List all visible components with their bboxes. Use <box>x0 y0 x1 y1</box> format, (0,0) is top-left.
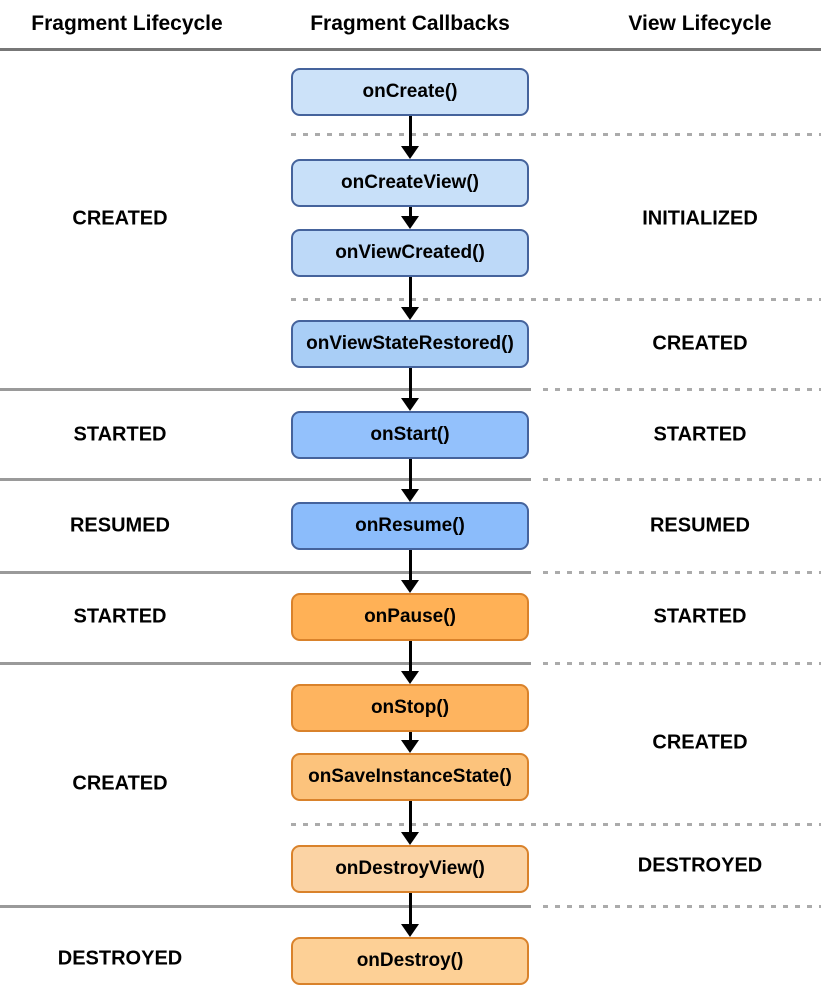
arrow-head-4 <box>401 489 419 502</box>
callback-box-onviewcreated: onViewCreated() <box>291 229 529 277</box>
callback-label-onstart: onStart() <box>370 424 450 445</box>
callback-label-onsaveinstancestate: onSaveInstanceState() <box>308 766 512 787</box>
callback-box-onstart: onStart() <box>291 411 529 459</box>
view-state-initialized-0: INITIALIZED <box>642 207 758 230</box>
view-state-created-5: CREATED <box>652 731 748 754</box>
callback-label-onstop: onStop() <box>370 697 450 718</box>
arrow-line-5 <box>409 550 412 582</box>
arrow-head-5 <box>401 580 419 593</box>
view-section-dashed-line-2 <box>543 571 821 574</box>
callback-label-onviewcreated: onViewCreated() <box>335 242 485 263</box>
view-state-started-4: STARTED <box>653 605 747 628</box>
view-state-destroyed-6: DESTROYED <box>637 854 763 877</box>
arrow-line-3 <box>409 368 412 400</box>
arrow-head-3 <box>401 398 419 411</box>
view-section-dashed-line-full-0 <box>291 133 821 136</box>
callback-label-ondestroy: onDestroy() <box>356 950 464 971</box>
fragment-section-line-2 <box>0 571 531 574</box>
fragment-state-resumed-2: RESUMED <box>69 514 171 537</box>
fragment-section-line-0 <box>0 388 531 391</box>
view-state-resumed-3: RESUMED <box>649 514 751 537</box>
arrow-line-0 <box>409 116 412 148</box>
arrow-head-9 <box>401 924 419 937</box>
fragment-state-started-1: STARTED <box>73 423 167 446</box>
callback-box-oncreateview: onCreateView() <box>291 159 529 207</box>
view-section-dashed-line-4 <box>543 905 821 908</box>
arrow-line-2 <box>409 277 412 309</box>
callback-box-onresume: onResume() <box>291 502 529 550</box>
callback-box-oncreate: onCreate() <box>291 68 529 116</box>
arrow-head-1 <box>401 216 419 229</box>
arrow-line-6 <box>409 641 412 673</box>
arrow-line-9 <box>409 893 412 926</box>
callback-label-onviewstaterestored: onViewStateRestored() <box>306 333 514 354</box>
column-title-fragment-lifecycle: Fragment Lifecycle <box>31 12 223 35</box>
arrow-line-8 <box>409 801 412 834</box>
arrow-head-7 <box>401 740 419 753</box>
arrow-line-4 <box>409 459 412 491</box>
arrow-line-1 <box>409 207 412 218</box>
callback-label-onresume: onResume() <box>355 515 465 536</box>
callback-box-ondestroy: onDestroy() <box>291 937 529 985</box>
fragment-section-line-4 <box>0 905 531 908</box>
fragment-state-created-4: CREATED <box>72 772 168 795</box>
column-title-fragment-callbacks: Fragment Callbacks <box>310 12 510 35</box>
view-section-dashed-line-full-2 <box>291 823 821 826</box>
view-section-dashed-line-3 <box>543 662 821 665</box>
fragment-state-destroyed-5: DESTROYED <box>57 947 183 970</box>
arrow-head-0 <box>401 146 419 159</box>
view-state-started-2: STARTED <box>653 423 747 446</box>
view-section-dashed-line-1 <box>543 478 821 481</box>
callback-box-onsaveinstancestate: onSaveInstanceState() <box>291 753 529 801</box>
callback-label-oncreate: onCreate() <box>362 81 458 102</box>
callback-box-onstop: onStop() <box>291 684 529 732</box>
fragment-state-started-3: STARTED <box>73 605 167 628</box>
callback-box-onviewstaterestored: onViewStateRestored() <box>291 320 529 368</box>
callback-box-ondestroyview: onDestroyView() <box>291 845 529 893</box>
arrow-head-6 <box>401 671 419 684</box>
arrow-head-8 <box>401 832 419 845</box>
fragment-state-created-0: CREATED <box>72 207 168 230</box>
column-title-view-lifecycle: View Lifecycle <box>628 12 772 35</box>
header-divider-line <box>0 48 821 51</box>
arrow-head-2 <box>401 307 419 320</box>
fragment-section-line-1 <box>0 478 531 481</box>
callback-label-ondestroyview: onDestroyView() <box>335 858 485 879</box>
view-section-dashed-line-full-1 <box>291 298 821 301</box>
callback-box-onpause: onPause() <box>291 593 529 641</box>
callback-label-onpause: onPause() <box>364 606 456 627</box>
view-state-created-1: CREATED <box>652 332 748 355</box>
view-section-dashed-line-0 <box>543 388 821 391</box>
callback-label-oncreateview: onCreateView() <box>341 172 479 193</box>
arrow-line-7 <box>409 732 412 742</box>
fragment-section-line-3 <box>0 662 531 665</box>
